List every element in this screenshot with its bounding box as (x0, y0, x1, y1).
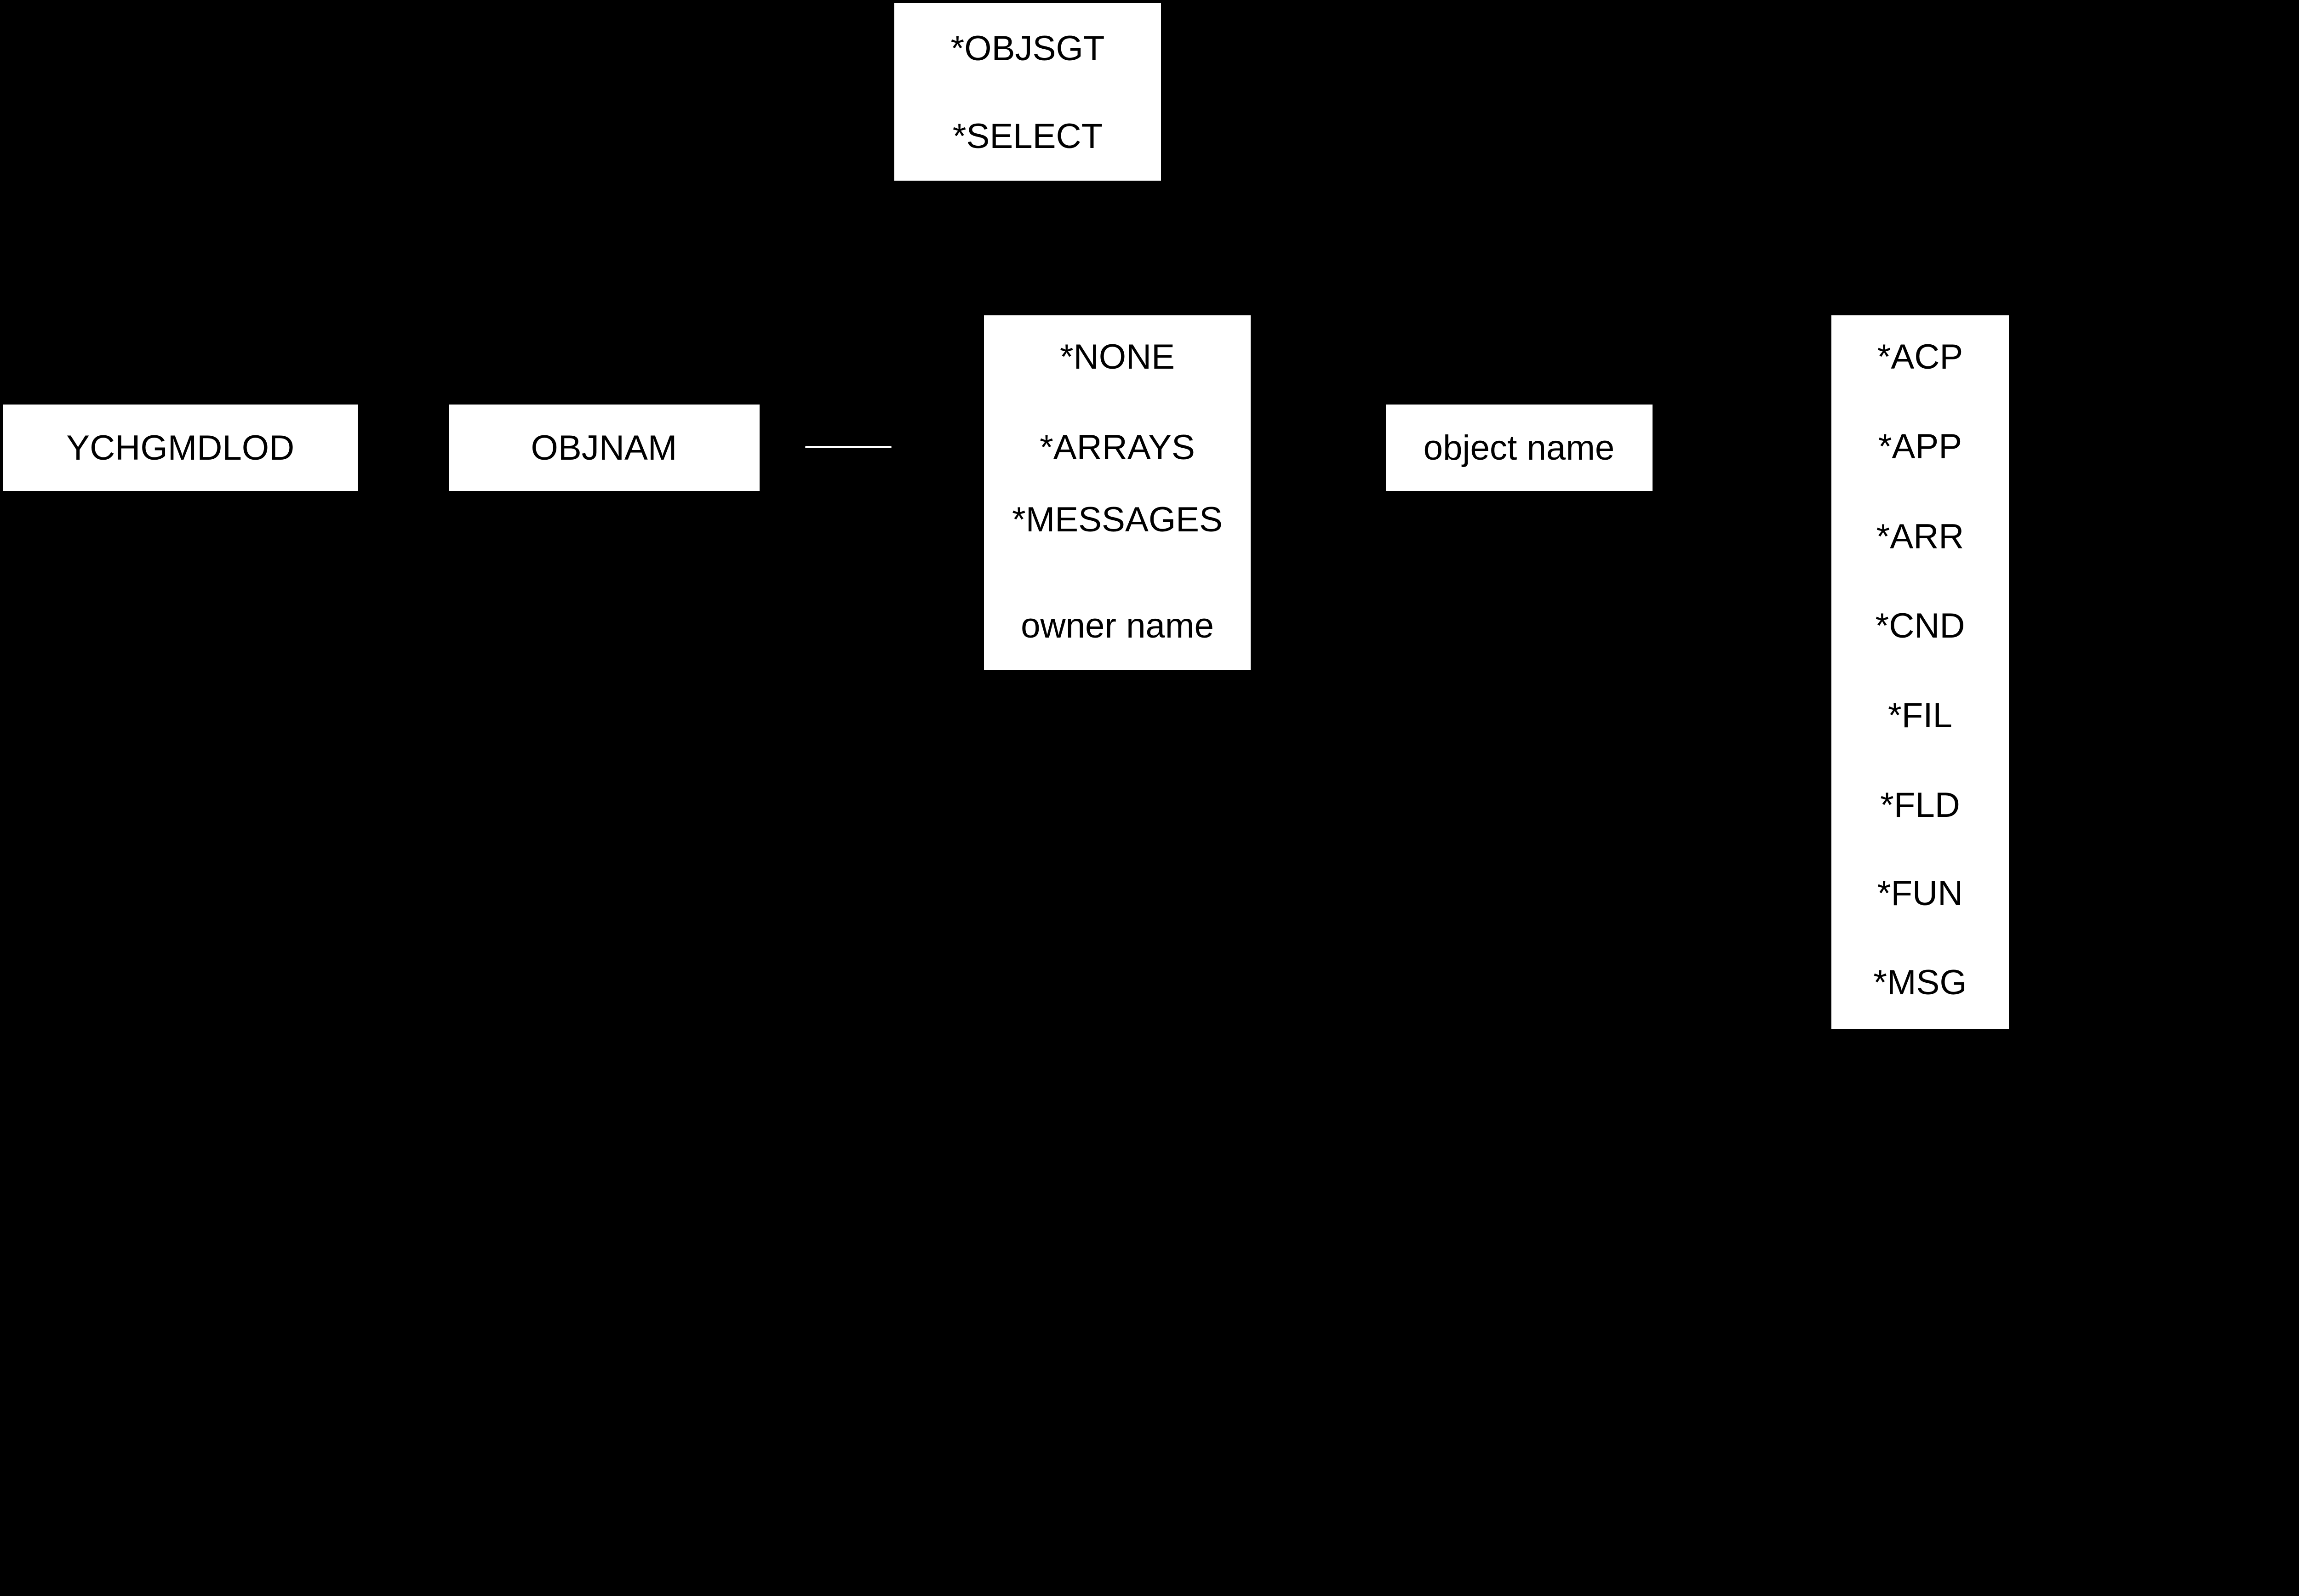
option-arr: *ARR (1876, 517, 1964, 556)
option-app: *APP (1878, 427, 1962, 466)
parameter-box: OBJNAM (448, 405, 760, 491)
connector-line (805, 446, 892, 448)
option-fld: *FLD (1880, 786, 1960, 825)
command-box: YCHGMDLOD (3, 405, 358, 491)
object-name-box: object name (1385, 405, 1653, 491)
option-fun: *FUN (1877, 873, 1963, 913)
top-options-box: *OBJSGT *SELECT (894, 3, 1161, 181)
option-cnd: *CND (1875, 606, 1965, 645)
option-objsgt: *OBJSGT (950, 28, 1105, 68)
syntax-diagram: *OBJSGT *SELECT YCHGMDLOD OBJNAM *NONE *… (3, 3, 2009, 1029)
option-msg: *MSG (1873, 963, 1967, 1002)
type-options-box: *ACP *APP *ARR *CND *FIL *FLD *FUN *MSG (1831, 315, 2009, 1029)
option-none: *NONE (1059, 337, 1175, 376)
owner-options-box: *NONE *ARRAYS *MESSAGES owner name (984, 315, 1251, 670)
option-messages: *MESSAGES (1012, 500, 1223, 539)
option-acp: *ACP (1877, 337, 1963, 376)
option-fil: *FIL (1888, 696, 1952, 735)
option-owner-name: owner name (1021, 606, 1214, 645)
option-arrays: *ARRAYS (1040, 428, 1195, 467)
option-select: *SELECT (952, 117, 1103, 156)
